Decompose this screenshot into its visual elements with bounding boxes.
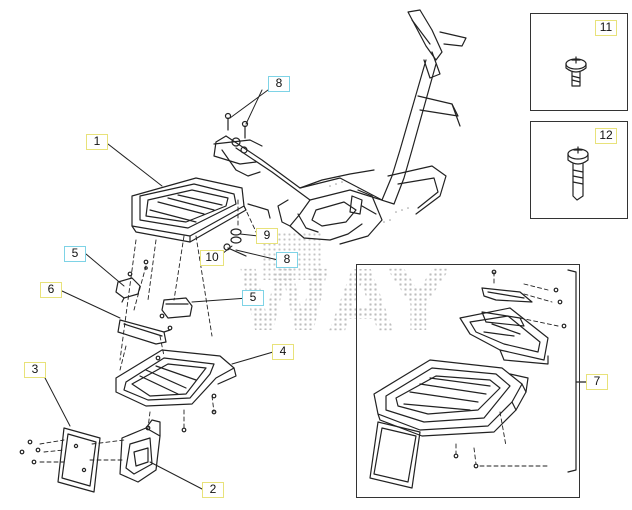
bar-6	[117, 319, 171, 345]
bracket-5-lower	[161, 297, 193, 319]
plate-3	[57, 427, 101, 493]
inset-12-label: 12	[595, 128, 617, 144]
leader-lines	[43, 89, 281, 491]
callout-6: 6	[40, 282, 62, 298]
footrest-1	[131, 177, 247, 243]
callout-10: 10	[200, 250, 224, 266]
small-screws	[19, 259, 567, 469]
callout-5-lower: 5	[242, 290, 264, 306]
callout-5-upper: 5	[64, 246, 86, 262]
bracket-5-upper	[115, 277, 141, 303]
callout-4: 4	[272, 344, 294, 360]
frame-hatching	[329, 181, 409, 223]
callout-8-bottom: 8	[276, 252, 298, 268]
callout-7: 7	[586, 374, 608, 390]
callout-8-top: 8	[268, 76, 290, 92]
tray-4	[115, 349, 237, 407]
frame	[213, 9, 467, 245]
inset-11-label: 11	[595, 20, 617, 36]
subgroup-7-drawing	[369, 269, 587, 489]
callout-2: 2	[202, 482, 224, 498]
callout-1: 1	[86, 134, 108, 150]
inset-part-12: 12	[530, 121, 628, 219]
screw-12-drawing	[567, 146, 589, 201]
callout-3: 3	[24, 362, 46, 378]
bolts-8-top	[224, 112, 249, 139]
inset-part-11: 11	[530, 13, 628, 111]
subgroup-7-box	[356, 264, 580, 498]
screw-11-drawing	[565, 56, 587, 87]
bracket-2	[119, 419, 161, 483]
callout-9: 9	[256, 228, 278, 244]
